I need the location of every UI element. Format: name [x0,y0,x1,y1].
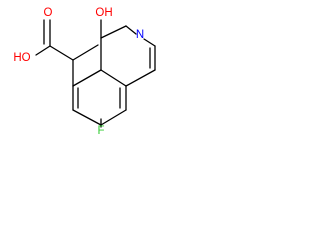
bond [72,69,102,87]
molecule-structure: OH HO O N F [13,7,156,137]
bond [100,69,127,87]
acid-hydroxyl-label: HO [13,52,30,64]
bond [125,69,156,87]
bond [72,44,99,61]
fluorine-label: F [97,125,104,137]
bond [100,25,127,39]
bond [125,25,137,35]
bond [35,45,51,56]
ring-nitrogen-label: N [136,29,144,41]
hydroxyl-label: OH [95,7,112,19]
bond [72,109,102,126]
bond [143,38,156,47]
bond [100,109,127,126]
carbonyl-oxygen-label: O [44,7,53,19]
bond [49,45,74,61]
